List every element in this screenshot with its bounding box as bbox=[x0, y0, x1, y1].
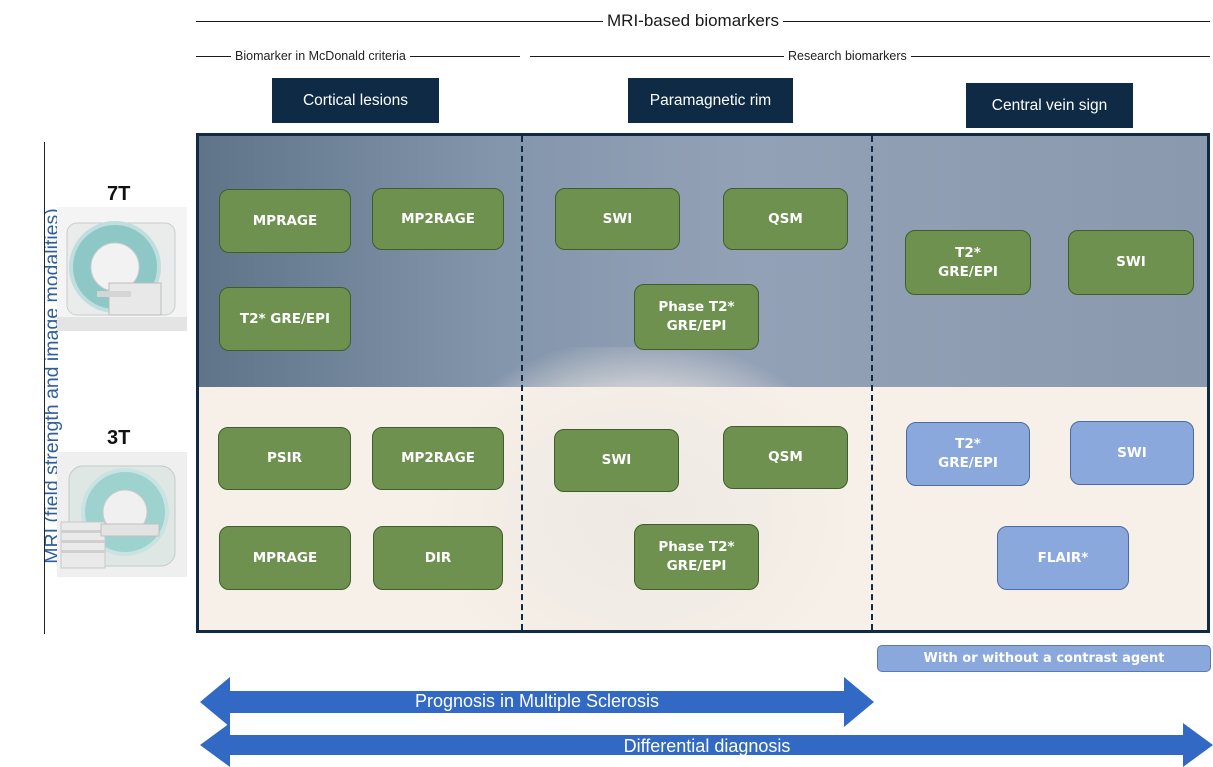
modality-7t-t2star-cvs: T2* GRE/EPI bbox=[905, 230, 1031, 295]
biomarker-central-vein-sign: Central vein sign bbox=[966, 83, 1133, 128]
modality-3t-phase-t2star: Phase T2* GRE/EPI bbox=[634, 524, 759, 590]
column-divider-2 bbox=[871, 136, 873, 630]
contrast-agent-note: With or without a contrast agent bbox=[877, 645, 1211, 672]
modality-7t-t2star: T2* GRE/EPI bbox=[219, 287, 351, 351]
field-strength-7t: 7T bbox=[107, 183, 131, 205]
modality-3t-dir: DIR bbox=[373, 526, 503, 590]
modality-3t-swi-cvs: SWI bbox=[1070, 421, 1194, 485]
modality-3t-swi-rim: SWI bbox=[554, 429, 679, 492]
field-strength-3t: 3T bbox=[107, 427, 131, 449]
modality-7t-swi-rim: SWI bbox=[555, 188, 680, 250]
research-label: Research biomarkers bbox=[784, 48, 911, 64]
modality-7t-mp2rage: MP2RAGE bbox=[372, 188, 504, 250]
modality-3t-mprage: MPRAGE bbox=[219, 526, 351, 590]
column-divider-1 bbox=[521, 136, 523, 630]
modality-3t-t2star-cvs: T2* GRE/EPI bbox=[906, 422, 1030, 486]
scanner-3t-image bbox=[57, 452, 187, 577]
modality-3t-flair-star: FLAIR* bbox=[997, 526, 1129, 590]
modality-3t-mp2rage: MP2RAGE bbox=[372, 427, 504, 490]
modality-3t-qsm: QSM bbox=[723, 426, 848, 489]
y-axis-line bbox=[44, 142, 45, 634]
biomarker-cortical-lesions: Cortical lesions bbox=[272, 78, 439, 123]
header-title: MRI-based biomarkers bbox=[603, 11, 783, 31]
mcdonald-label: Biomarker in McDonald criteria bbox=[231, 48, 410, 64]
scanner-7t-image bbox=[57, 207, 187, 331]
prognosis-label: Prognosis in Multiple Sclerosis bbox=[414, 691, 660, 711]
modality-7t-phase-t2star: Phase T2* GRE/EPI bbox=[634, 284, 759, 350]
modality-7t-swi-cvs: SWI bbox=[1068, 230, 1194, 295]
prognosis-arrow bbox=[200, 677, 874, 727]
modality-7t-mprage: MPRAGE bbox=[219, 189, 351, 253]
modality-7t-qsm: QSM bbox=[723, 188, 848, 250]
row-3t-band bbox=[199, 347, 1207, 630]
biomarker-paramagnetic-rim: Paramagnetic rim bbox=[628, 78, 793, 123]
modality-3t-psir: PSIR bbox=[218, 427, 351, 490]
differential-arrow bbox=[200, 723, 1213, 767]
differential-label: Differential diagnosis bbox=[623, 736, 791, 756]
